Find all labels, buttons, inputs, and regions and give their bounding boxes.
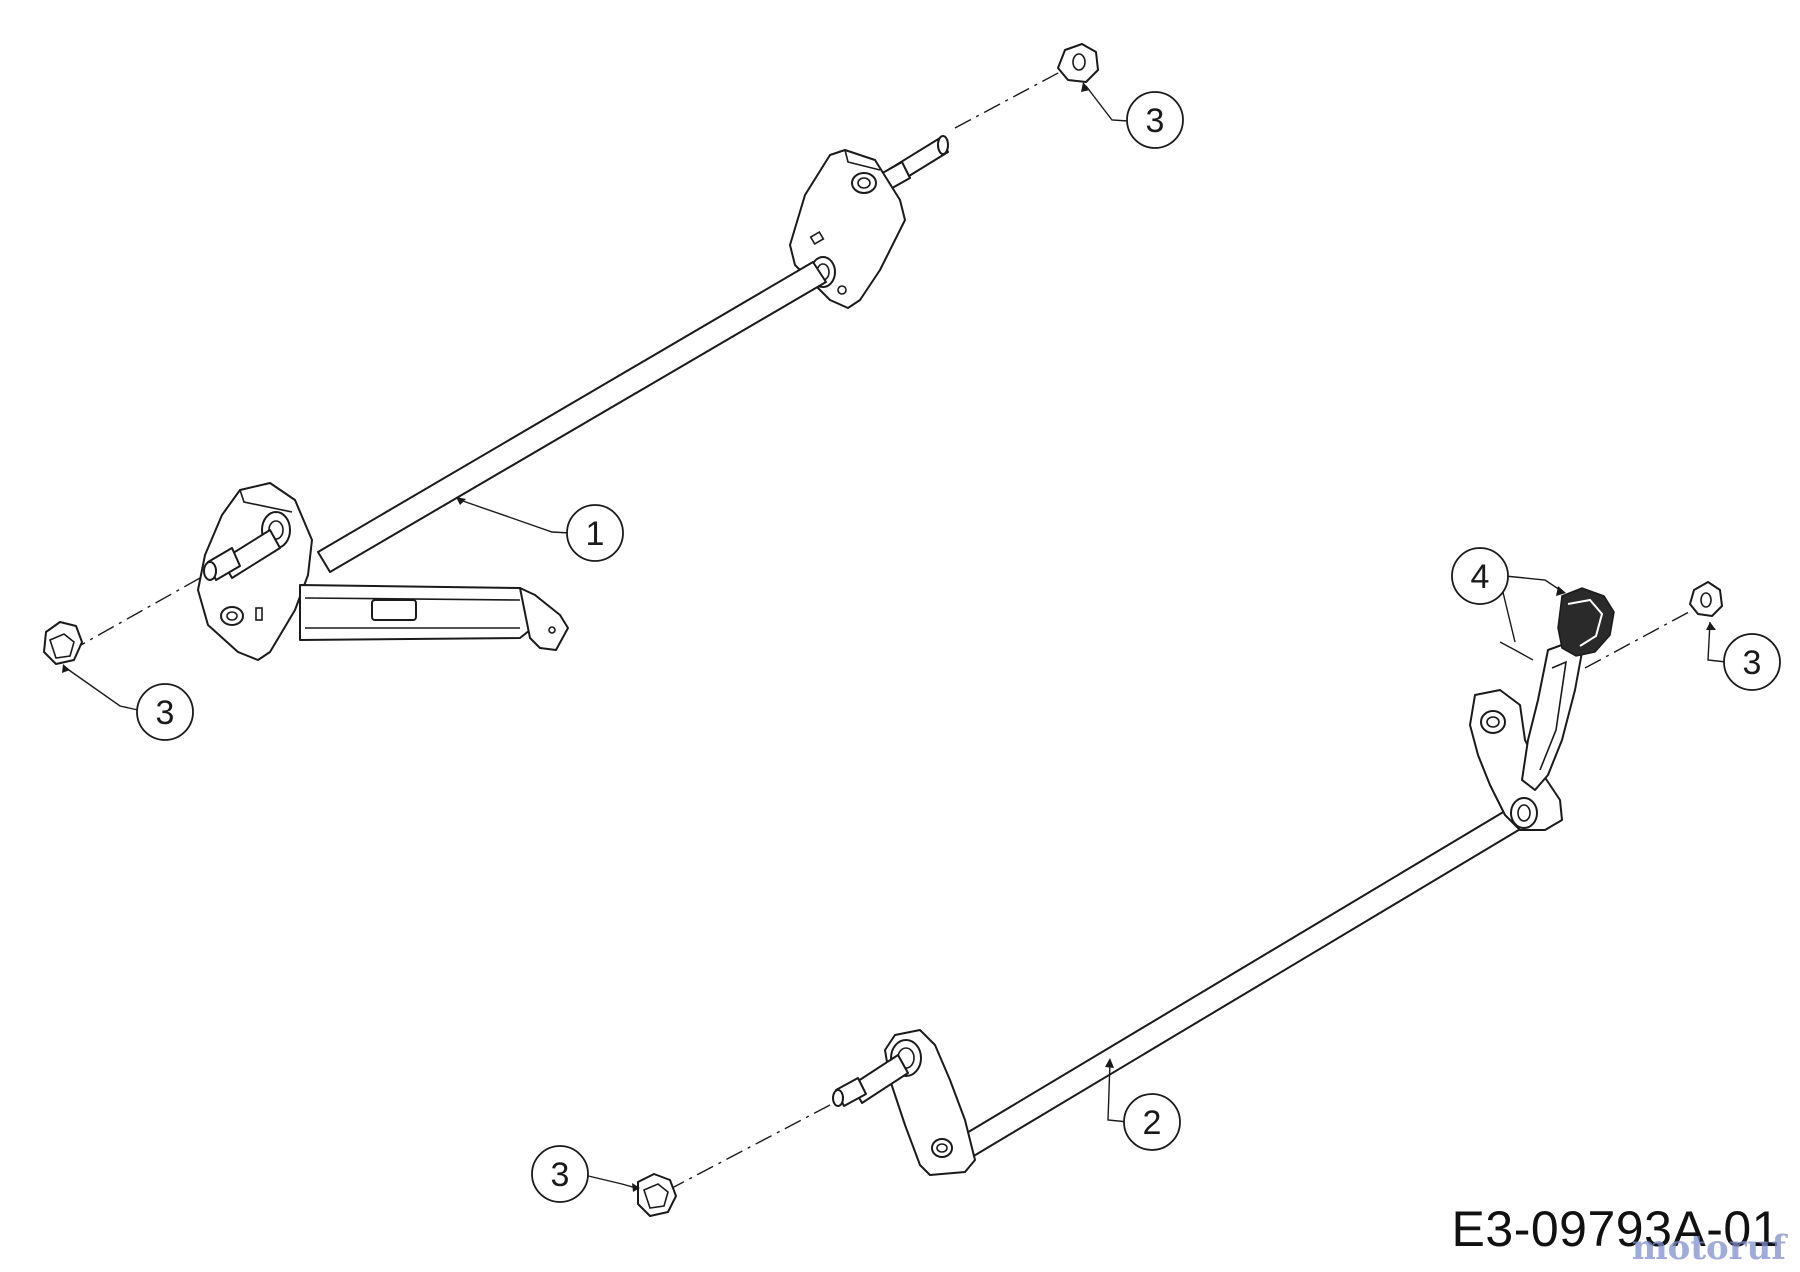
drawing-number: E3-09793A-01 <box>1451 1201 1780 1257</box>
flange-nut-lower <box>637 1173 677 1217</box>
svg-text:4: 4 <box>1471 558 1490 596</box>
svg-text:3: 3 <box>156 694 175 732</box>
callout-3-left: 3 <box>136 683 194 741</box>
flange-nut-upper <box>1057 43 1099 83</box>
svg-text:1: 1 <box>586 515 605 553</box>
svg-text:3: 3 <box>551 1156 570 1194</box>
callout-3-right: 3 <box>1723 633 1781 691</box>
callout-4: 4 <box>1451 547 1509 605</box>
svg-text:3: 3 <box>1743 644 1762 682</box>
callout-3-upper: 3 <box>1126 91 1184 149</box>
callout-2: 2 <box>1123 1093 1181 1151</box>
callout-3-lower: 3 <box>531 1145 589 1203</box>
flange-nut-left <box>43 621 83 665</box>
svg-text:3: 3 <box>1146 102 1165 140</box>
svg-text:2: 2 <box>1143 1104 1162 1142</box>
flange-nut-right <box>1689 581 1723 617</box>
watermark-logo: motoruf <box>1631 1228 1786 1268</box>
axle-assembly-2 <box>671 587 1701 1189</box>
callout-1: 1 <box>566 504 624 562</box>
axle-assembly-1 <box>71 71 1061 661</box>
